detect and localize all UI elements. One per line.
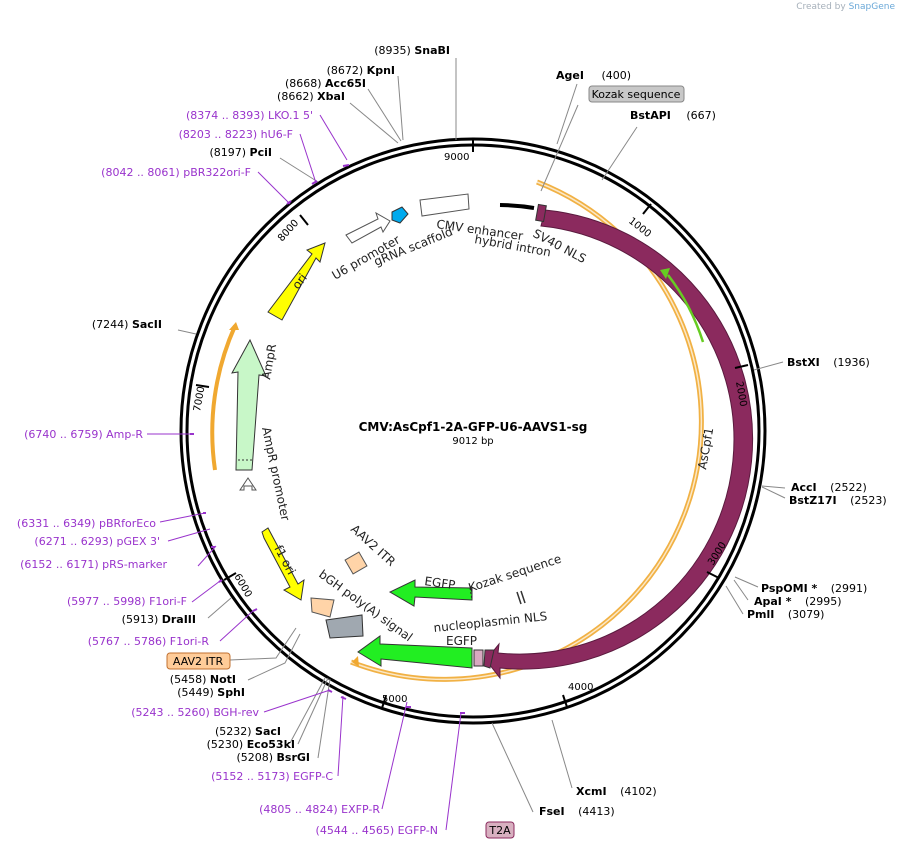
inner-arc-arrow	[660, 268, 670, 279]
site-bstz17i: BstZ17I (2523)	[789, 494, 887, 507]
f1-ori-feature	[261, 527, 305, 601]
aav2-itr-block	[310, 597, 335, 618]
site-kpni: (8672) KpnI	[327, 64, 395, 77]
aav2-itr-inner	[344, 551, 368, 575]
bgh-polya-feature	[325, 614, 364, 639]
site-sacii: (7244) SacII	[92, 318, 162, 331]
tick-label-7000: 7000	[192, 386, 207, 413]
snapgene-credit: Created by SnapGene	[796, 2, 895, 12]
cmv-enhancer-feature	[419, 193, 470, 217]
feature-label-egfp: EGFP	[446, 634, 477, 648]
site-pspomi: PspOMI * (2991)	[761, 582, 867, 595]
site-bstxi: BstXI (1936)	[787, 356, 870, 369]
primer-pbr322orif: (8042 .. 8061) pBR322ori-F	[101, 166, 251, 179]
orf-arrow-left	[229, 322, 239, 330]
feature-label-kozak: Kozak sequence	[467, 552, 563, 595]
site-pmli: PmlI (3079)	[747, 608, 824, 621]
primer-prsmarker: (6152 .. 6171) pRS-marker	[20, 558, 167, 571]
primer-exfpr: (4805 .. 4824) EXFP-R	[259, 803, 380, 816]
site-eco53ki: (5230) Eco53kI	[207, 738, 295, 751]
site-labels-right: AgeI (400) BstAPI (667) BstXI (1936) Acc…	[539, 69, 887, 818]
kozak-mark-1	[516, 591, 522, 605]
site-fsei: FseI (4413)	[539, 805, 615, 818]
feature-label-ampr: AmpR	[259, 343, 279, 381]
plasmid-length: 9012 bp	[452, 436, 493, 447]
tick-label-6000: 6000	[231, 572, 253, 600]
primer-egfpc: (5152 .. 5173) EGFP-C	[211, 770, 333, 783]
t2a-box-label: T2A	[488, 824, 511, 837]
site-agei: AgeI (400)	[556, 69, 631, 82]
site-labels-left: (8935) SnaBI (8672) KpnI (8668) Acc65I (…	[92, 44, 450, 764]
orf-arc-left	[210, 325, 237, 471]
callout-lines	[177, 58, 786, 813]
tick-label-4000: 4000	[568, 682, 593, 693]
ori-feature	[267, 242, 326, 321]
t2a-box	[485, 821, 515, 839]
kozak-box	[588, 85, 685, 103]
aav2-box-label: AAV2 ITR	[173, 655, 224, 668]
site-draiii: (5913) DraIII	[122, 613, 196, 626]
tick-label-5000: 5000	[382, 694, 407, 705]
primer-marks	[190, 164, 465, 714]
site-saci: (5232) SacI	[215, 725, 281, 738]
site-pcii: (8197) PciI	[209, 146, 272, 159]
sv40-nls-block	[535, 203, 547, 223]
site-xcmi: XcmI (4102)	[576, 785, 657, 798]
ampr-promoter-feature	[239, 477, 257, 491]
primer-f1orir: (5767 .. 5786) F1ori-R	[88, 635, 210, 648]
feature-label-ampr-promoter: AmpR promoter	[259, 426, 293, 522]
kozak-box-label: Kozak sequence	[592, 88, 681, 101]
primer-f1orif: (5977 .. 5998) F1ori-F	[67, 595, 187, 608]
primer-pgex3: (6271 .. 6293) pGEX 3'	[34, 535, 160, 548]
tick-label-2000: 2000	[733, 381, 748, 408]
ascpf1-inner-arc	[667, 274, 705, 343]
site-bstapi: BstAPI (667)	[630, 109, 716, 122]
egfp-feature	[357, 635, 473, 669]
site-noti: (5458) NotI	[170, 673, 236, 686]
credit-brand: SnapGene	[848, 2, 895, 12]
ampr-feature	[231, 338, 267, 471]
site-apai: ApaI * (2995)	[754, 595, 842, 608]
aav2-box	[166, 652, 231, 670]
site-xbai: (8662) XbaI	[277, 90, 345, 103]
primer-bghrev: (5243 .. 5260) BGH-rev	[131, 706, 259, 719]
ticks	[195, 139, 749, 709]
kozak-mark-2	[520, 590, 526, 604]
grna-scaffold-feature	[391, 206, 409, 224]
feature-label-nls: nucleoplasmin NLS	[433, 609, 548, 635]
site-snabi: (8935) SnaBI	[374, 44, 450, 57]
primer-hu6f: (8203 .. 8223) hU6-F	[179, 128, 293, 141]
feature-label-egfp-inner: EGFP	[424, 574, 457, 592]
primer-pbrforeco: (6331 .. 6349) pBRforEco	[17, 517, 156, 530]
tick-label-9000: 9000	[444, 152, 469, 163]
t2a-block	[483, 649, 495, 669]
primer-egfpn: (4544 .. 4565) EGFP-N	[316, 824, 438, 837]
orf-arrow-main	[352, 656, 359, 667]
feature-label-ascpf1: AsCpf1	[695, 426, 716, 470]
ascpf1-feature	[485, 209, 754, 680]
credit-prefix: Created by	[796, 2, 846, 12]
primer-lko15: (8374 .. 8393) LKO.1 5'	[186, 109, 313, 122]
hybrid-intron-line	[499, 203, 535, 210]
u6-promoter-feature	[345, 211, 391, 244]
nucleoplasmin-nls-block	[473, 649, 484, 667]
plasmid-name: CMV:AsCpf1-2A-GFP-U6-AAVS1-sg	[359, 420, 588, 434]
site-bsrgi: (5208) BsrGI	[236, 751, 310, 764]
site-acci: AccI (2522)	[791, 481, 867, 494]
site-sphi: (5449) SphI	[177, 686, 245, 699]
site-acc65i: (8668) Acc65I	[285, 77, 366, 90]
primer-labels: (8374 .. 8393) LKO.1 5' (8203 .. 8223) h…	[17, 109, 438, 837]
primer-lines	[147, 114, 462, 831]
egfp-inner-feature	[388, 579, 473, 607]
primer-ampr: (6740 .. 6759) Amp-R	[24, 428, 143, 441]
